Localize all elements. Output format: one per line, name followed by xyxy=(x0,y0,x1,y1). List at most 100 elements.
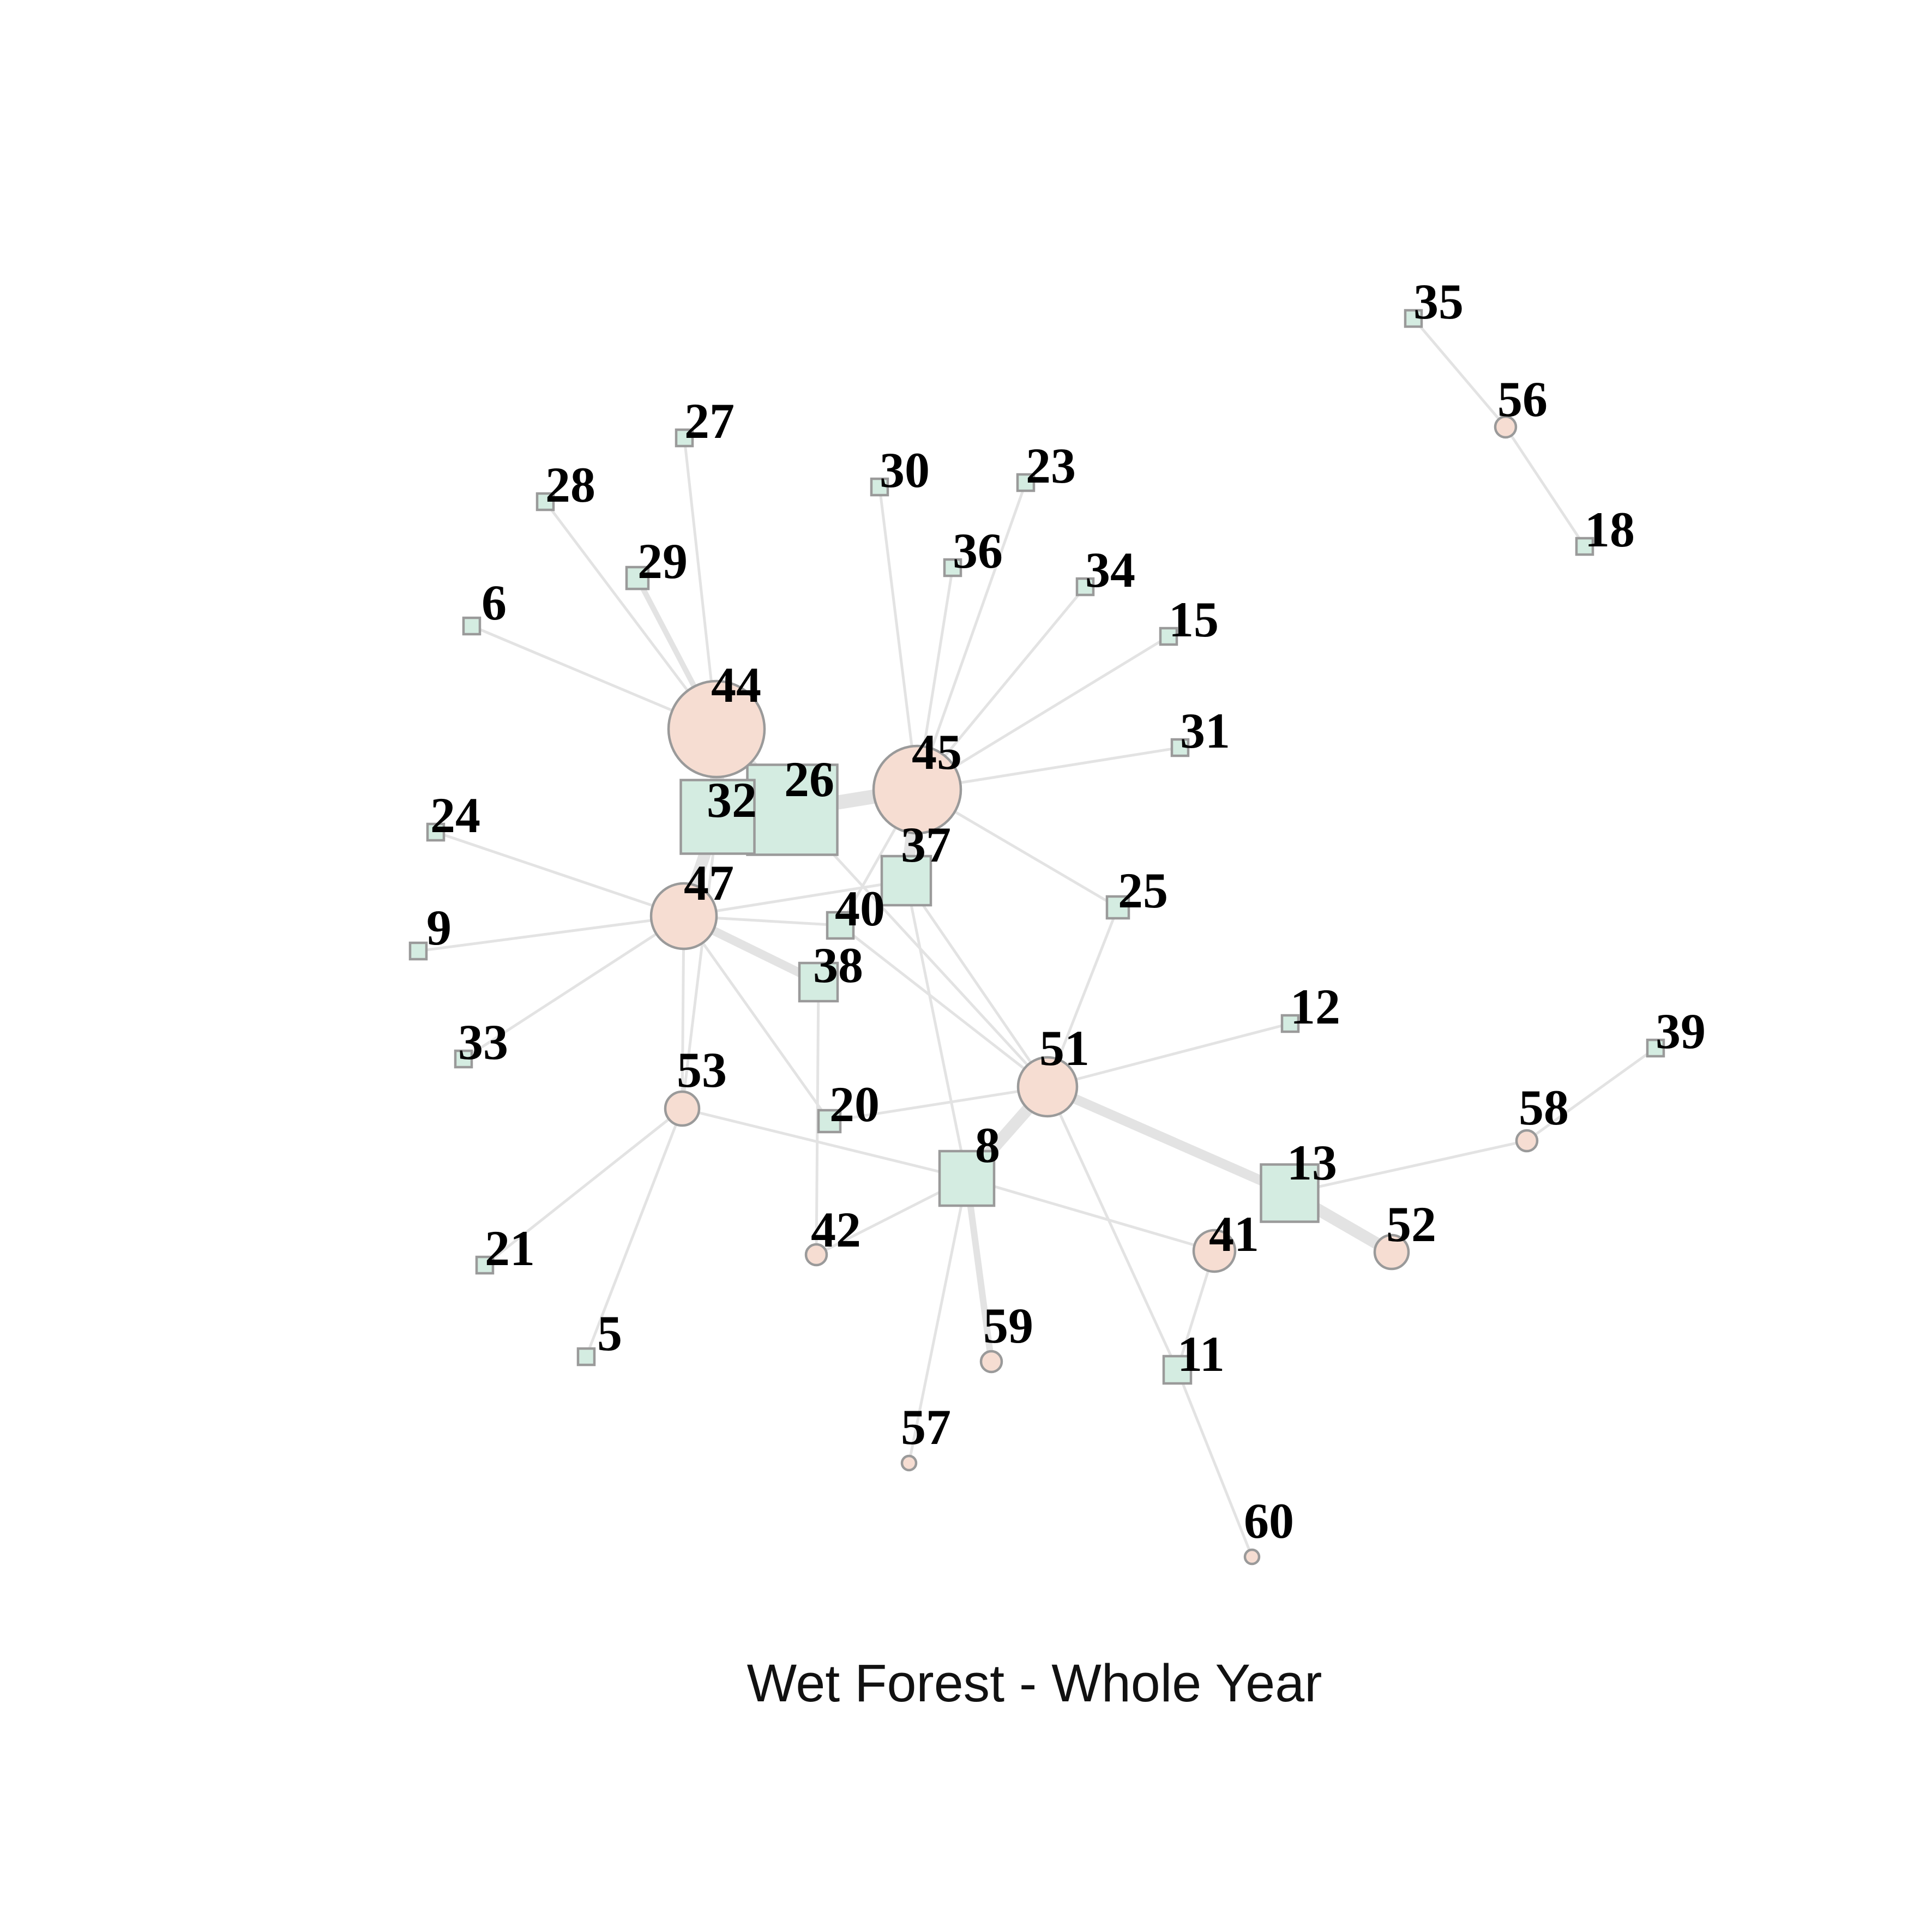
edge-51-20 xyxy=(828,1085,1049,1123)
node-label-41: 41 xyxy=(1209,1206,1259,1262)
edge-8-41 xyxy=(965,1177,1216,1253)
node-label-9: 9 xyxy=(426,900,452,955)
node-label-28: 28 xyxy=(545,457,595,513)
node-56 xyxy=(1494,415,1518,439)
node-12 xyxy=(1280,1014,1300,1033)
node-26 xyxy=(746,763,839,856)
node-37 xyxy=(880,854,932,907)
node-33 xyxy=(454,1049,473,1069)
node-label-52: 52 xyxy=(1386,1196,1436,1252)
node-41 xyxy=(1192,1229,1237,1273)
node-60 xyxy=(1243,1548,1261,1566)
node-label-31: 31 xyxy=(1180,703,1230,759)
node-label-59: 59 xyxy=(983,1298,1033,1353)
edge-51-37 xyxy=(905,879,1049,1088)
node-58 xyxy=(1515,1129,1539,1153)
node-label-34: 34 xyxy=(1085,542,1135,598)
node-label-25: 25 xyxy=(1118,863,1168,918)
node-label-20: 20 xyxy=(829,1076,880,1132)
node-label-58: 58 xyxy=(1519,1080,1569,1135)
node-label-38: 38 xyxy=(813,937,863,993)
node-label-47: 47 xyxy=(684,855,734,911)
node-35 xyxy=(1404,309,1423,328)
node-8 xyxy=(938,1149,996,1207)
node-6 xyxy=(462,616,482,636)
node-label-23: 23 xyxy=(1026,438,1076,493)
node-9 xyxy=(408,941,428,961)
node-42 xyxy=(804,1243,828,1267)
node-5 xyxy=(576,1347,596,1367)
node-label-27: 27 xyxy=(684,393,735,449)
node-51 xyxy=(1016,1056,1079,1118)
node-label-30: 30 xyxy=(880,442,930,498)
edge-47-33 xyxy=(462,914,685,1061)
node-52 xyxy=(1373,1233,1410,1271)
node-13 xyxy=(1260,1163,1320,1223)
node-label-60: 60 xyxy=(1244,1493,1294,1549)
node-label-51: 51 xyxy=(1039,1020,1090,1076)
node-label-13: 13 xyxy=(1287,1135,1337,1190)
node-label-29: 29 xyxy=(637,533,688,589)
edge-8-59 xyxy=(964,1175,995,1365)
node-57 xyxy=(900,1454,918,1472)
node-label-6: 6 xyxy=(482,575,507,630)
node-label-37: 37 xyxy=(901,817,951,872)
node-label-45: 45 xyxy=(912,724,962,780)
node-28 xyxy=(535,492,555,511)
edge-47-37 xyxy=(682,879,908,918)
node-59 xyxy=(979,1350,1003,1374)
node-label-32: 32 xyxy=(707,772,757,828)
node-label-21: 21 xyxy=(485,1220,535,1276)
node-label-40: 40 xyxy=(835,881,885,936)
edge-47-24 xyxy=(434,830,685,918)
node-label-53: 53 xyxy=(677,1042,727,1098)
node-label-11: 11 xyxy=(1177,1326,1225,1382)
node-31 xyxy=(1170,738,1190,757)
node-44 xyxy=(667,679,766,779)
node-32 xyxy=(679,779,756,855)
node-15 xyxy=(1159,627,1178,646)
edge-53-32 xyxy=(681,815,719,1110)
node-20 xyxy=(817,1109,842,1134)
node-21 xyxy=(475,1255,495,1275)
node-27 xyxy=(675,428,694,448)
edge-8-57 xyxy=(907,1177,968,1465)
node-36 xyxy=(943,558,962,577)
node-label-42: 42 xyxy=(811,1202,861,1257)
node-34 xyxy=(1075,577,1095,597)
edge-13-58 xyxy=(1288,1139,1528,1195)
node-label-24: 24 xyxy=(430,787,480,843)
edge-45-30 xyxy=(878,485,919,791)
node-label-44: 44 xyxy=(711,657,761,713)
node-24 xyxy=(426,822,446,842)
node-label-36: 36 xyxy=(953,523,1003,579)
edge-51-12 xyxy=(1046,1022,1292,1088)
node-25 xyxy=(1105,895,1130,920)
edge-37-8 xyxy=(905,879,968,1180)
node-53 xyxy=(664,1090,701,1127)
edge-56-18 xyxy=(1504,425,1586,548)
edge-51-40 xyxy=(839,924,1049,1088)
edge-53-21 xyxy=(483,1107,684,1267)
node-29 xyxy=(625,565,650,591)
edge-47-9 xyxy=(417,914,685,953)
edge-51-11 xyxy=(1046,1085,1179,1371)
edge-51-25 xyxy=(1046,906,1120,1088)
label-layer: 5689111213151820212324252627282930313233… xyxy=(426,274,1706,1549)
edge-35-56 xyxy=(1412,317,1507,429)
node-label-15: 15 xyxy=(1169,592,1219,647)
node-30 xyxy=(870,477,889,497)
node-layer xyxy=(408,309,1665,1566)
node-label-26: 26 xyxy=(784,751,834,807)
node-label-35: 35 xyxy=(1413,274,1464,329)
node-label-33: 33 xyxy=(458,1014,508,1070)
node-23 xyxy=(1016,473,1036,492)
edge-47-20 xyxy=(682,914,831,1123)
edge-51-13 xyxy=(1043,1082,1295,1198)
diagram-caption: Wet Forest - Whole Year xyxy=(747,1653,1322,1713)
node-label-18: 18 xyxy=(1585,502,1635,557)
edge-58-39 xyxy=(1525,1046,1657,1142)
node-39 xyxy=(1646,1038,1665,1058)
node-label-12: 12 xyxy=(1290,979,1340,1034)
